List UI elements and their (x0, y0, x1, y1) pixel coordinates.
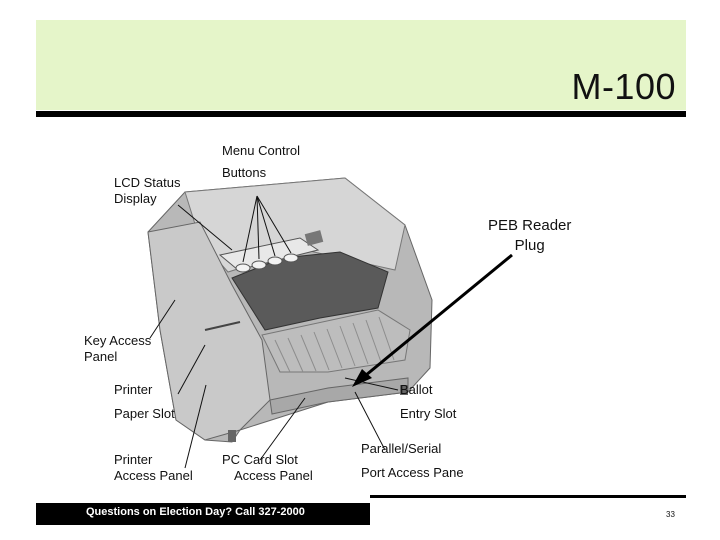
pc-card-line-2: Access Panel (234, 468, 313, 483)
ballot-entry-slot-label: Ballot Entry Slot (400, 382, 456, 422)
menu-control-label: Menu Control Buttons (222, 143, 300, 181)
lcd-status-label: LCD Status Display (114, 175, 180, 207)
menu-control-line-2: Buttons (222, 165, 267, 180)
title-divider (36, 111, 686, 117)
lcd-status-line-2: Display (114, 191, 157, 206)
key-access-line-1: Key Access (84, 333, 152, 348)
printer-access-line-1: Printer (114, 452, 153, 467)
printer-paper-slot-label: Printer Paper Slot (114, 382, 175, 422)
parallel-line-2: Port Access Pane (361, 465, 464, 480)
ballot-line-1: Ballot (400, 382, 433, 397)
lcd-status-line-1: LCD Status (114, 175, 181, 190)
parallel-line-1: Parallel/Serial (361, 441, 442, 456)
ballot-line-2: Entry Slot (400, 406, 457, 421)
key-access-label: Key Access Panel (84, 333, 151, 365)
page-number: 33 (666, 510, 675, 519)
title-band (36, 20, 686, 110)
footer-text: Questions on Election Day? Call 327-2000 (86, 506, 305, 518)
pc-card-line-1: PC Card Slot (222, 452, 298, 467)
printer-paper-line-2: Paper Slot (114, 406, 175, 421)
printer-access-panel-label: Printer Access Panel (114, 452, 193, 484)
printer-paper-line-1: Printer (114, 382, 153, 397)
key-access-line-2: Panel (84, 349, 118, 364)
peb-reader-label: PEB Reader Plug (488, 216, 571, 256)
parallel-serial-port-label: Parallel/Serial Port Access Pane (361, 441, 464, 481)
pc-card-slot-label: PC Card Slot Access Panel (222, 452, 313, 484)
slide-title: M-100 (571, 66, 676, 107)
footer-divider (370, 495, 686, 498)
peb-reader-line-1: PEB Reader (488, 217, 572, 234)
footer-bar (36, 503, 370, 525)
menu-control-line-1: Menu Control (222, 143, 301, 158)
peb-reader-line-2: Plug (514, 237, 545, 254)
printer-access-line-2: Access Panel (114, 468, 193, 483)
